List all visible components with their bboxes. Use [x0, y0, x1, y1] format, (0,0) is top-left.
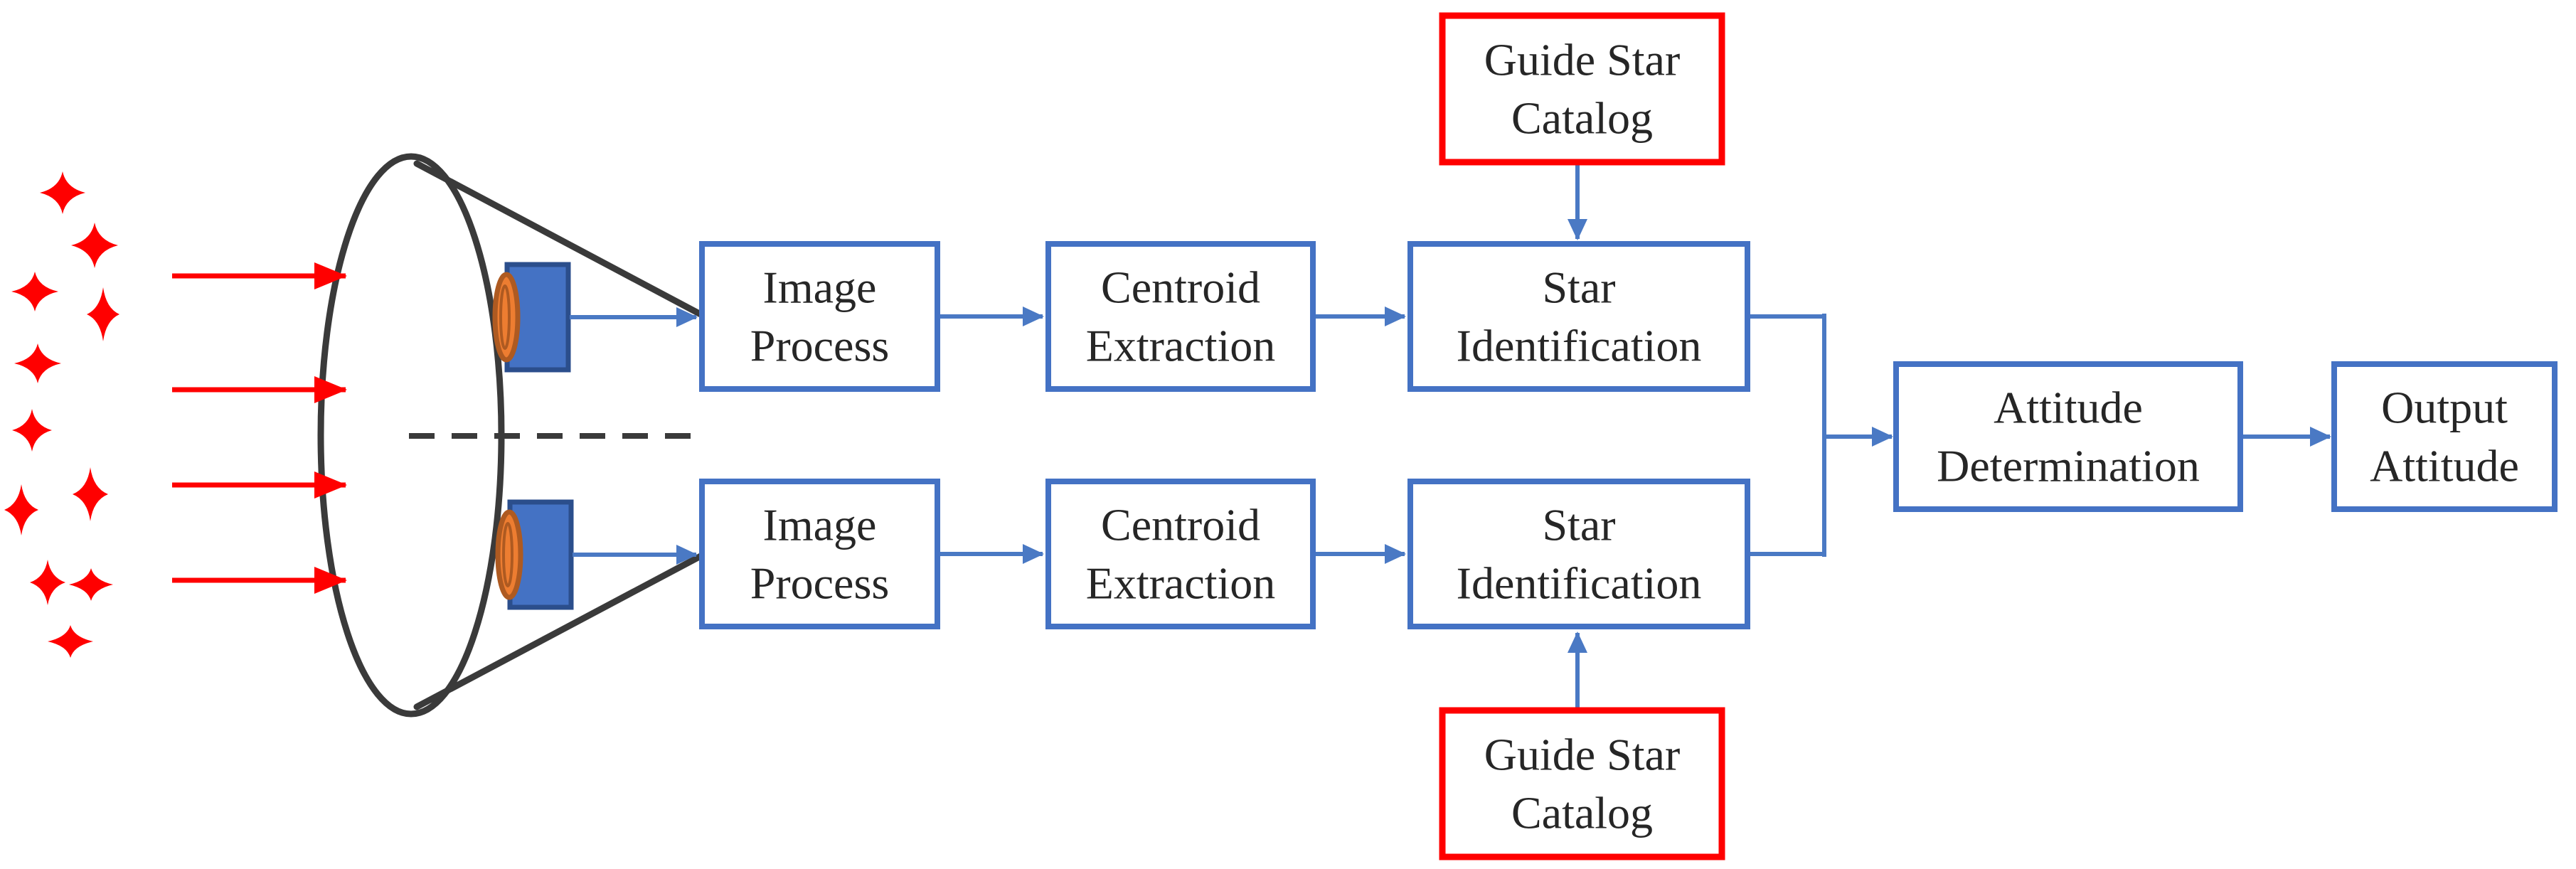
flow-box-label: Output [2381, 383, 2508, 433]
flow-box-label: Identification [1457, 558, 1702, 609]
flow-box-output-attitude [2331, 361, 2558, 512]
flow-box-star-identification-bottom [1407, 479, 1750, 629]
sensor-lens-inner-rim [502, 522, 513, 587]
flow-box-image-process-top [699, 241, 940, 392]
flow-box-label: Centroid [1101, 262, 1260, 313]
flow-box-label: Determination [1937, 441, 2200, 491]
image-sensor-body [507, 499, 574, 610]
flow-box-attitude-determination [1893, 361, 2243, 512]
star-icon [87, 287, 119, 341]
star-icon [30, 560, 65, 605]
flow-box-label: Image [763, 500, 877, 550]
flow-box-label: Star [1542, 262, 1615, 313]
optics-cone-line [413, 552, 706, 710]
star-icon [11, 272, 58, 311]
flow-box-label: Process [750, 321, 890, 371]
flow-box-label: Extraction [1086, 321, 1276, 371]
flow-box-label: Catalog [1511, 788, 1653, 838]
flow-box-image-process-bottom [699, 479, 940, 629]
flow-box-label: Guide Star [1484, 730, 1681, 780]
flow-box-label: Process [750, 558, 890, 609]
star-icon [40, 171, 85, 214]
flow-box-label: Catalog [1511, 93, 1653, 144]
star-icon [14, 343, 61, 383]
star-icon [48, 625, 93, 658]
flow-box-star-identification-top [1407, 241, 1750, 392]
flow-box-label: Guide Star [1484, 35, 1681, 85]
star-icon [73, 467, 108, 521]
flow-box-label: Attitude [1994, 383, 2143, 433]
flow-box-label: Identification [1457, 321, 1702, 371]
star-icon [71, 223, 118, 268]
star-icon [12, 409, 52, 452]
flow-box-guide-star-catalog-top [1439, 12, 1725, 166]
flow-box-label: Star [1542, 500, 1615, 550]
flow-box-label: Centroid [1101, 500, 1260, 550]
flow-box-centroid-extraction-top [1045, 241, 1316, 392]
star-icon [69, 568, 113, 601]
flow-box-label: Extraction [1086, 558, 1276, 609]
flow-box-guide-star-catalog-bottom [1439, 707, 1725, 860]
optics-cone-line [413, 160, 706, 319]
flow-box-label: Attitude [2370, 441, 2519, 491]
sensor-lens-inner-rim [499, 284, 511, 350]
star-icon [4, 484, 38, 535]
flow-box-label: Image [763, 262, 877, 313]
flow-box-centroid-extraction-bottom [1045, 479, 1316, 629]
